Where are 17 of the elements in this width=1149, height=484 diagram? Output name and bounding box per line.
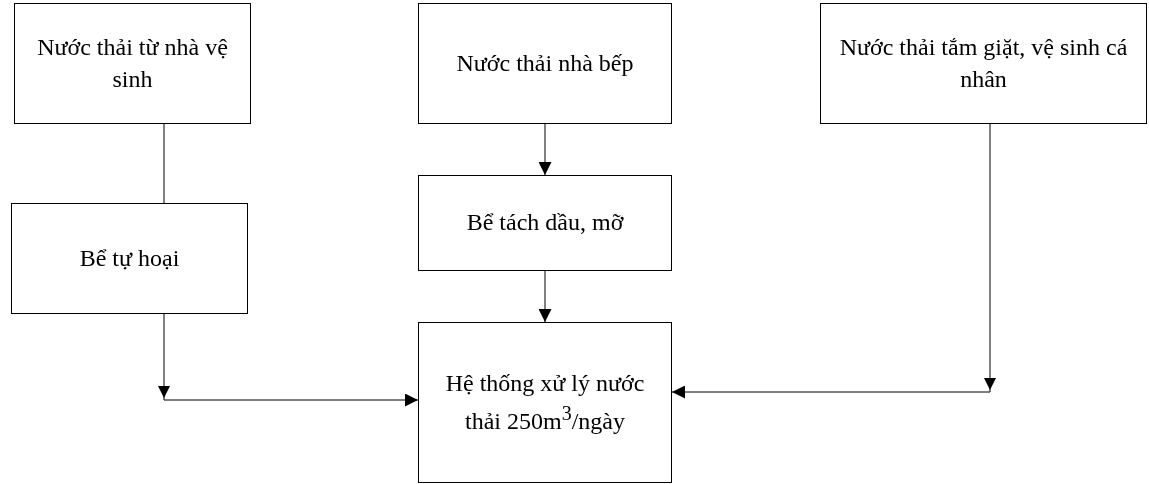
arrow [671,123,996,399]
process-box [418,175,672,271]
process-box [820,3,1147,124]
box-label: Nước thải tắm giặt, vệ sinh cá nhân [838,33,1129,94]
arrow [538,270,552,323]
process-box [11,203,248,314]
box-label: Nước thải từ nhà vệ sinh [36,33,229,94]
arrow [538,123,552,176]
process-box [14,3,251,124]
process-box [418,3,672,124]
box-label: Hệ thống xử lý nước thải 250m$^{3}$/ngày [444,369,646,436]
arrow [158,313,419,407]
process-box [418,322,672,483]
box-label: Bể tách dầu, mỡ [466,208,624,238]
box-label: Bể tự hoại [79,243,180,273]
connector-line [163,123,165,204]
box-label: Nước thải nhà bếp [456,48,634,78]
